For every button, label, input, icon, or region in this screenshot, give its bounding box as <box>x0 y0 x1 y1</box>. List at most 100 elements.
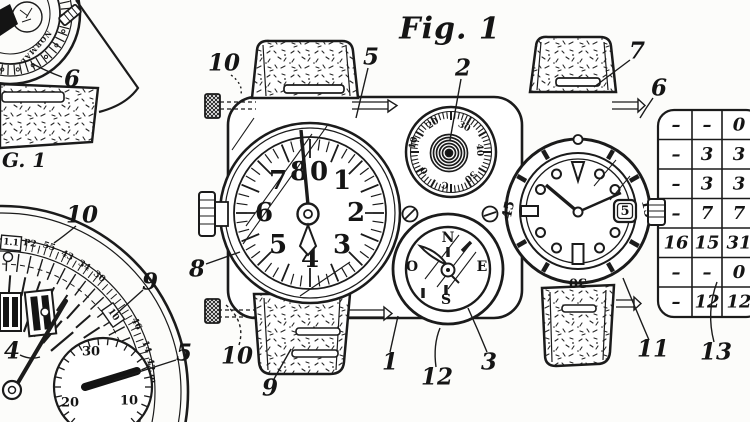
table-cell: – <box>672 203 681 224</box>
pusher-bottom <box>204 298 221 324</box>
dial-digit: 2 <box>347 198 365 228</box>
thermometer-coil-center <box>446 150 452 156</box>
dial-digit: 5 <box>269 230 287 260</box>
tilted-watch-crown <box>58 4 82 26</box>
right-watch-hour-hand <box>544 183 580 214</box>
ref-3: 3 <box>481 349 497 376</box>
pin-tip <box>387 98 399 114</box>
window-bar <box>3 297 9 327</box>
big-dial-outer-ring <box>0 204 190 422</box>
strap-edge-lines <box>262 44 351 97</box>
table-column-lines <box>691 110 723 317</box>
ref-8: 8 <box>188 256 205 283</box>
tilted-watch-bezel-inner <box>0 0 61 65</box>
ref-2: 2 <box>454 55 471 82</box>
scale-window: 1.1 <box>0 234 23 252</box>
dial-digit: 0 <box>310 157 328 187</box>
strap-slot <box>283 84 345 94</box>
thermometer-label: C <box>441 179 449 190</box>
thermometer-label: 0 <box>419 164 431 175</box>
dial-digit: 3 <box>333 230 351 260</box>
table-cell: 12 <box>726 292 750 313</box>
table-cell: 16 <box>663 233 689 254</box>
table-cell: – <box>672 262 681 283</box>
leader <box>593 59 631 88</box>
scale-number: 30 <box>91 269 107 285</box>
strap-slot <box>291 349 339 358</box>
compass-needle-tail <box>451 275 460 284</box>
marker-6-bar <box>571 243 585 265</box>
leader <box>622 277 650 341</box>
ref-10-leader <box>53 225 77 244</box>
pusher-top <box>204 93 221 119</box>
thermometer-spiral-coil <box>429 133 469 173</box>
thermometer-label: 10 <box>408 136 421 150</box>
strap-edge-lines <box>549 289 607 363</box>
table-cell: – <box>703 262 712 283</box>
table-cell: 15 <box>694 233 719 254</box>
scale-number: 34 <box>76 258 92 273</box>
ref-9-leader <box>113 289 144 317</box>
compass-cardinal-s: S <box>441 292 451 308</box>
thermometer: 20 30 40 50 C 0 10 <box>404 105 498 199</box>
pin-tip <box>383 305 394 322</box>
subdial-scribbles <box>19 7 33 23</box>
leader <box>273 348 292 380</box>
right-watch-bezel-bars <box>516 149 640 273</box>
bezel-label: 30 <box>569 275 587 290</box>
scale-prefix: P2 <box>23 238 37 250</box>
date-value: 5 <box>620 204 629 219</box>
scale-number: 43 <box>59 249 75 263</box>
scale-window-label: 1.1 <box>3 237 19 248</box>
tilted-watch-case-side <box>75 0 140 114</box>
dial-digit: 1 <box>333 166 351 196</box>
straps <box>250 35 618 376</box>
bezel-label: 45 <box>500 200 518 221</box>
ref-1: 1 <box>382 349 398 376</box>
compass-cardinal-w: O <box>406 259 418 275</box>
ref-4-leader <box>19 354 41 359</box>
leader <box>205 251 241 265</box>
leader <box>389 315 399 353</box>
table-cell: 0 <box>733 115 746 136</box>
screw-slot <box>483 211 497 217</box>
sketch-shading-strokes <box>231 117 351 297</box>
right-watch-hub <box>572 206 584 218</box>
sketch-shading-strokes <box>593 159 631 201</box>
compass: N E S O <box>391 212 505 326</box>
dial-pivot-dot <box>40 307 50 317</box>
leader <box>709 281 718 343</box>
date-window-inner <box>616 202 634 220</box>
compass-cardinal-n: N <box>442 230 455 246</box>
ref-10-label: 10 <box>66 202 98 229</box>
thermometer-label: 40 <box>474 143 485 156</box>
table-cell: – <box>672 144 681 165</box>
case-screws <box>401 205 499 223</box>
table-cell: 3 <box>733 174 746 195</box>
table-cell: 31 <box>726 233 750 254</box>
spring-bar-lines <box>218 101 638 318</box>
figure-title: Fig. 1 <box>398 12 500 47</box>
compass-hub-dot <box>446 268 450 272</box>
window-bar <box>12 297 18 327</box>
ref-9-label: 9 <box>142 269 158 296</box>
main-device: 1 2 3 4 5 6 7 8 0 <box>188 35 750 402</box>
marker-9-bar <box>520 205 539 217</box>
table-cell: 3 <box>701 144 714 165</box>
ref-5-leader <box>113 359 177 381</box>
ref-5-label: 5 <box>176 340 192 367</box>
compass-hatch-lines <box>424 234 477 290</box>
table-row-lines <box>658 138 750 288</box>
band-calendar-table: – – 0 – 3 3 – 3 3 – 7 7 16 15 31 – – 0 –… <box>656 108 750 319</box>
table-cell: 0 <box>733 262 746 283</box>
leader <box>434 327 441 368</box>
table-cell: – <box>672 115 681 136</box>
table-cell: 3 <box>733 144 746 165</box>
table-cells: – – 0 – 3 3 – 3 3 – 7 7 16 15 31 – – 0 –… <box>663 115 750 313</box>
ref-11: 11 <box>637 336 669 363</box>
strap-edge-lines <box>536 41 609 91</box>
ref-13: 13 <box>700 339 732 366</box>
table-cell: – <box>672 292 681 313</box>
subdial-hand <box>81 367 141 391</box>
